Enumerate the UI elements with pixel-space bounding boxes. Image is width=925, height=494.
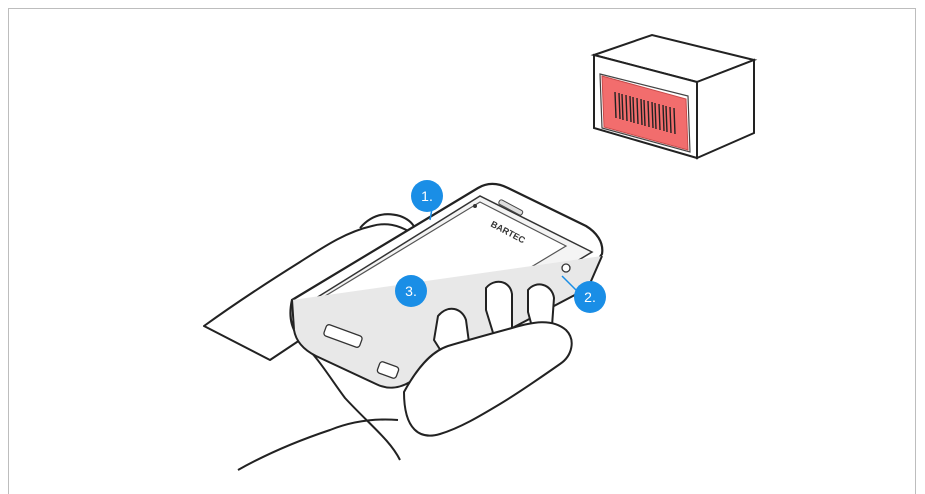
callout-1-label: 1. [421, 188, 433, 204]
callout-1: 1. [411, 180, 443, 212]
barcode-box [594, 35, 754, 158]
callout-3-label: 3. [405, 283, 417, 299]
callout-3: 3. [395, 275, 427, 307]
callout-2: 2. [574, 281, 606, 313]
callout-2-label: 2. [584, 289, 596, 305]
